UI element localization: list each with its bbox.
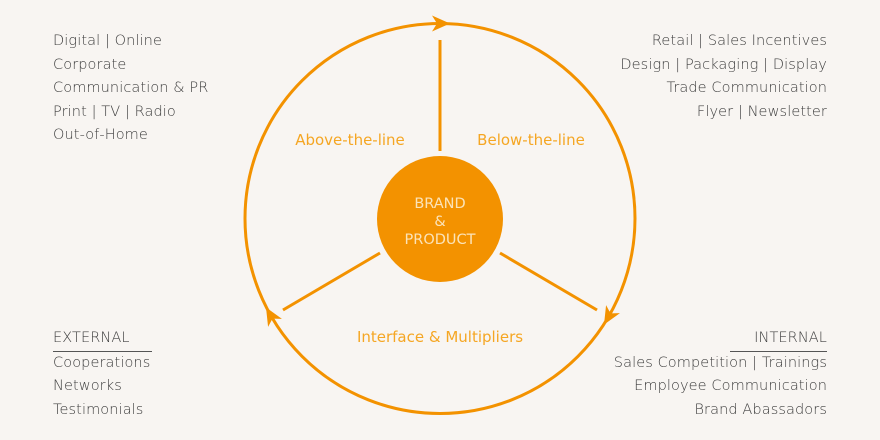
segment-interface-multipliers: Interface & Multipliers	[357, 328, 523, 346]
list-item: Flyer | Newsletter	[696, 103, 827, 120]
list-item: Design | Packaging | Display	[620, 56, 827, 73]
divider-right	[499, 251, 598, 312]
arrow-head-left-icon	[266, 307, 282, 327]
brand-product-circle	[377, 156, 503, 282]
list-item: Employee Communication	[634, 378, 827, 394]
list-item: Retail | Sales Incentives	[651, 33, 827, 49]
list-item: Testimonials	[53, 401, 144, 418]
below-the-line-list: Retail | Sales Incentives Design | Packa…	[620, 30, 827, 124]
internal-list: INTERNAL Sales Competition | Trainings E…	[614, 327, 827, 422]
external-list: EXTERNAL Cooperations Networks Testimoni…	[53, 327, 152, 422]
list-item: Brand Abassadors	[694, 401, 827, 418]
list-item: Trade Communication	[666, 80, 827, 96]
list-item: Print | TV | Radio	[53, 103, 176, 120]
list-item: Sales Competition | Trainings	[613, 354, 827, 371]
external-header: EXTERNAL	[53, 327, 152, 352]
center-line-3: PRODUCT	[405, 232, 476, 248]
list-item: Communication & PR	[53, 80, 209, 96]
center-line-2: &	[434, 214, 445, 230]
list-item: Networks	[53, 378, 122, 394]
arrow-head-top-icon	[432, 15, 450, 32]
list-item: Cooperations	[53, 354, 151, 371]
divider-left	[282, 251, 381, 312]
internal-header: INTERNAL	[730, 327, 827, 352]
segment-above-the-line: Above-the-line	[295, 131, 405, 149]
list-item: Corporate	[53, 56, 127, 73]
segment-below-the-line: Below-the-line	[477, 131, 585, 149]
list-item: Out-of-Home	[53, 127, 148, 143]
arrow-head-right-icon	[604, 305, 620, 325]
above-the-line-list: Digital | Online Corporate Communication…	[53, 30, 208, 148]
center-line-1: BRAND	[414, 196, 465, 212]
list-item: Digital | Online	[53, 33, 162, 49]
